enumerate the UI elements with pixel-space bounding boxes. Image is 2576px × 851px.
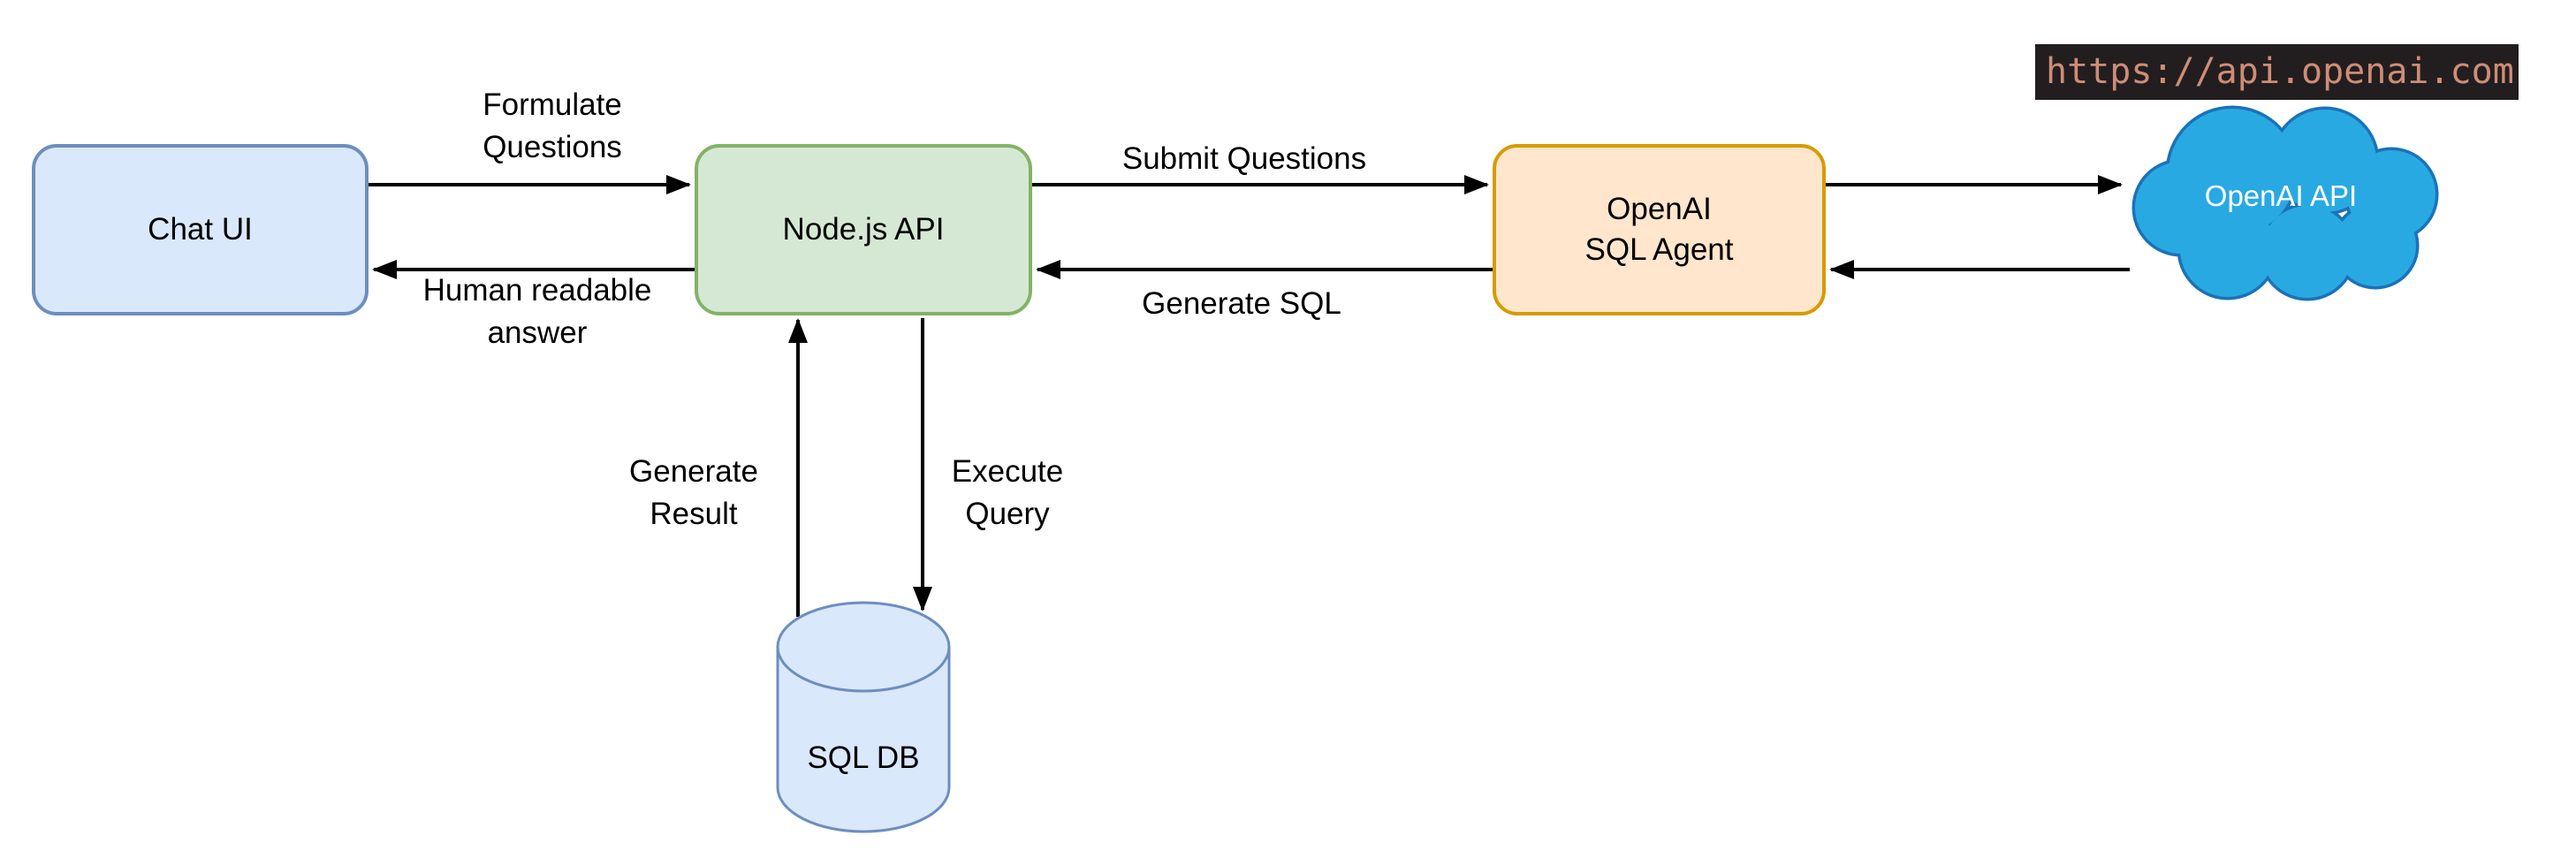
node-openai-sql-agent-label-line1: OpenAI — [1607, 192, 1712, 226]
node-chat-ui: Chat UI — [32, 144, 369, 315]
edge-label-generate-sql: Generate SQL — [1142, 286, 1341, 321]
node-chat-ui-label: Chat UI — [148, 212, 253, 247]
cloud-icon — [2131, 105, 2439, 301]
node-nodejs-api: Node.js API — [695, 144, 1032, 315]
api-url-banner: https://api.openai.com — [2035, 44, 2519, 100]
api-url-text: https://api.openai.com — [2046, 51, 2514, 92]
node-openai-sql-agent: OpenAI SQL Agent — [1493, 144, 1826, 315]
edge-label-generate-result: Generate Result — [629, 454, 758, 531]
node-openai-api-label: OpenAI API — [2204, 179, 2358, 212]
database-cylinder-icon — [776, 601, 951, 833]
node-nodejs-api-label: Node.js API — [782, 212, 945, 247]
node-sql-db-label: SQL DB — [807, 741, 920, 775]
edge-label-submit-questions: Submit Questions — [1121, 141, 1367, 176]
edge-label-human-readable-answer: Human readable answer — [422, 273, 652, 350]
edge-label-formulate-questions: Formulate Questions — [483, 87, 622, 164]
edge-label-execute-query: Execute Query — [951, 454, 1064, 531]
node-openai-sql-agent-label-line2: SQL Agent — [1584, 232, 1734, 267]
